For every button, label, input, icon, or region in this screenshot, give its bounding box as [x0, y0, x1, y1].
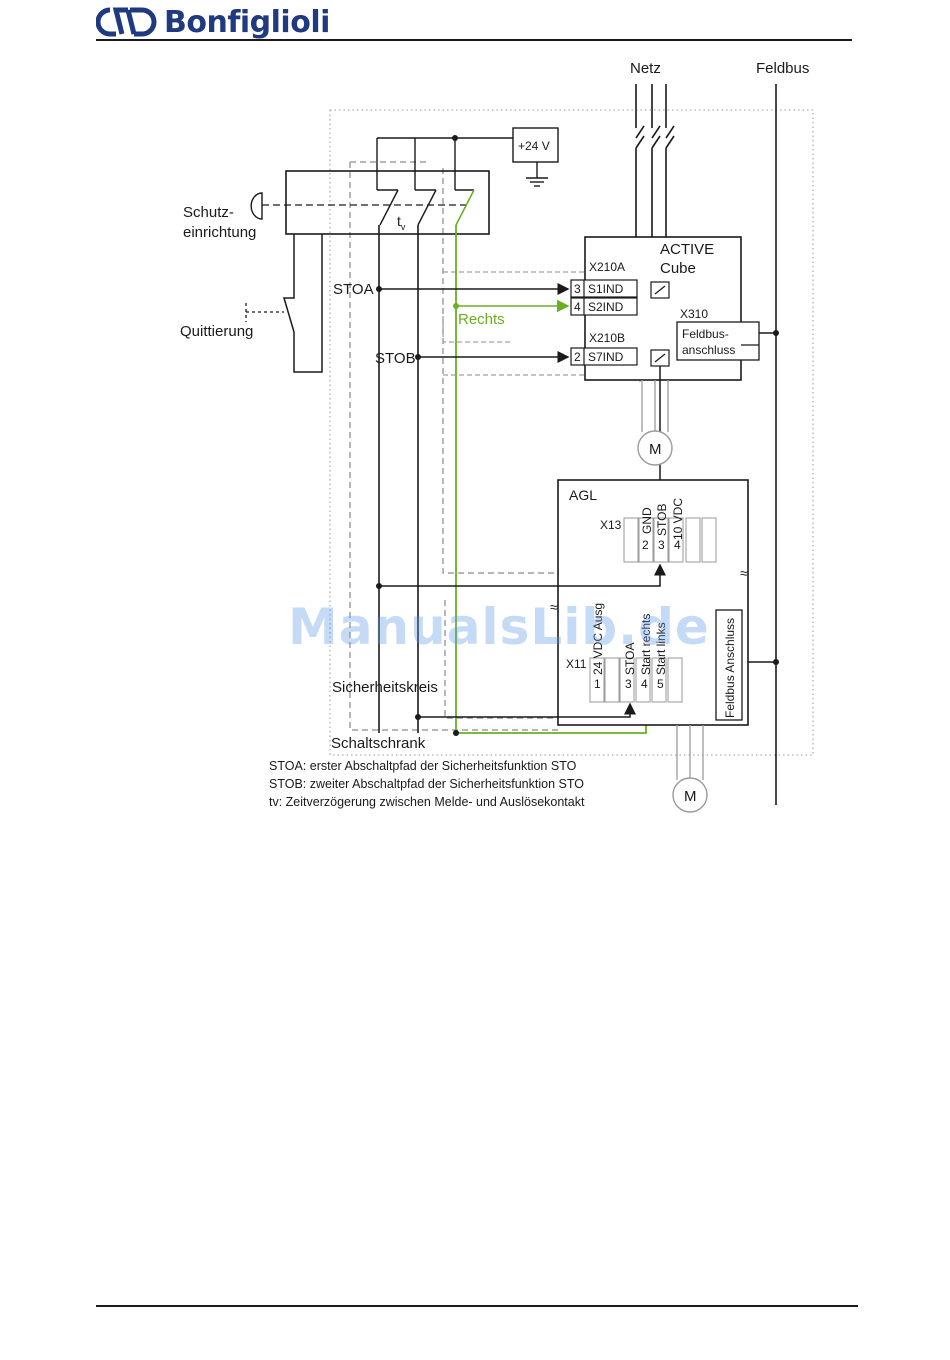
- feldbus-box-label-2: anschluss: [682, 343, 735, 357]
- feldbus-box-label-1: Feldbus-: [682, 327, 729, 341]
- supply-label: +24 V: [518, 139, 550, 153]
- quittierung-label: Quittierung: [180, 323, 253, 340]
- safety-contacts: [377, 189, 474, 226]
- agl-label: AGL: [569, 487, 597, 503]
- x11-start-links: Start links: [654, 622, 668, 675]
- x13-pin-4: 4: [674, 538, 681, 552]
- x11-stoa: STOA: [623, 643, 637, 675]
- quittierung-button-icon: [245, 303, 284, 322]
- legend-tv: tv: Zeitverzögerung zwischen Melde- und …: [269, 795, 585, 809]
- footer-rule: [96, 1305, 858, 1307]
- x11-start-rechts: Start rechts: [639, 614, 653, 675]
- x11-stoa-arrow: [418, 702, 636, 718]
- safety-wiring-diagram: Netz Feldbus +24 V tv Schutz- einrichtun…: [180, 60, 814, 813]
- page-header: Bonfiglioli: [0, 0, 950, 48]
- x13-terminal-block: [623, 517, 717, 563]
- schutz-sensor-icon: [250, 192, 263, 220]
- active-cube-title-2: Cube: [660, 260, 696, 277]
- safety-device-box: [285, 170, 490, 235]
- feldbus-connector-box: [676, 321, 760, 361]
- motor-2-cables: [676, 725, 704, 780]
- tv-label: tv: [397, 213, 406, 232]
- pin-4-label: 4: [574, 300, 581, 314]
- motor-1-label: M: [649, 441, 662, 458]
- x13-stob: STOB: [655, 504, 669, 536]
- schutz-label-1: Schutz-: [183, 204, 234, 221]
- x11-24vdc: 24 VDC Ausg: [591, 603, 605, 675]
- brand-name: Bonfiglioli: [164, 4, 330, 40]
- legend-stoa: STOA: erster Abschaltpfad der Sicherheit…: [269, 759, 577, 773]
- x11-terminal-block: [589, 657, 683, 703]
- x13-gnd: GND: [640, 507, 654, 534]
- x210b-terminal-block: [570, 347, 638, 366]
- agl-feldbus-box: [715, 609, 743, 721]
- brand-logo: Bonfiglioli: [96, 2, 330, 42]
- x210a-terminal-block: [570, 279, 638, 316]
- agl-feldbus-label: Feldbus Anschluss: [723, 618, 737, 718]
- stob-label: STOB: [375, 350, 416, 367]
- x11-pin-3: 3: [625, 677, 632, 691]
- cabinet-dotted-boundary: [329, 109, 814, 756]
- stoa-node: [376, 286, 382, 292]
- pin-3-label: 3: [574, 282, 581, 296]
- x210b-label: X210B: [589, 331, 625, 345]
- s7ind-label: S7IND: [588, 350, 624, 364]
- s2ind-label: S2IND: [588, 300, 624, 314]
- agl-break-mark-1: ≈: [740, 565, 748, 581]
- bottom-node: [453, 730, 459, 736]
- x13-stob-arrow: [379, 563, 666, 587]
- legend-stob: STOB: zweiter Abschaltpfad der Sicherhei…: [269, 777, 584, 791]
- x13-10vdc: 10 VDC: [671, 498, 685, 540]
- x11-pin-5: 5: [657, 677, 664, 691]
- bonfiglioli-logo-icon: [96, 7, 157, 37]
- ground-icon: [526, 162, 548, 187]
- pin-2-label: 2: [574, 350, 581, 364]
- supply-distribution: [376, 137, 456, 190]
- x11-pin-4: 4: [641, 677, 648, 691]
- sicherheitskreis-label: Sicherheitskreis: [332, 679, 438, 696]
- x11-pin-1: 1: [594, 677, 601, 691]
- rechts-label: Rechts: [458, 311, 505, 328]
- quittierung-switch: [282, 234, 323, 373]
- x210a-label: X210A: [589, 260, 625, 274]
- x13-label: X13: [600, 518, 622, 532]
- schutz-label-2: einrichtung: [183, 224, 256, 241]
- motor-2-icon: [672, 777, 708, 813]
- x11-node: [415, 714, 421, 720]
- schaltschrank-label: Schaltschrank: [331, 735, 426, 752]
- mains-lines: [635, 84, 675, 238]
- x13-pin-2: 2: [642, 538, 649, 552]
- optocoupler-icon-1: [650, 281, 670, 299]
- netz-label: Netz: [630, 60, 661, 77]
- stoa-label: STOA: [333, 281, 374, 298]
- contact-3-green: [455, 189, 475, 226]
- x13-pin-3: 3: [658, 538, 665, 552]
- x13-node: [376, 583, 382, 589]
- x11-label: X11: [566, 657, 587, 671]
- motor-1-icon: [637, 430, 673, 466]
- motor-2-label: M: [684, 788, 697, 805]
- watermark: ManualsLib.de: [288, 598, 710, 656]
- safety-circuit-boundary: [349, 161, 560, 731]
- header-rule: [96, 39, 852, 41]
- supply-box: [512, 127, 559, 163]
- x310-label: X310: [680, 307, 708, 321]
- s1ind-label: S1IND: [588, 282, 624, 296]
- stob-node: [415, 354, 421, 360]
- feldbus-label: Feldbus: [756, 60, 809, 77]
- agl-break-mark-2: ≈: [550, 599, 558, 615]
- active-cube-title-1: ACTIVE: [660, 241, 714, 258]
- optocoupler-icon-2: [650, 349, 670, 367]
- motor-1-cables: [641, 380, 669, 432]
